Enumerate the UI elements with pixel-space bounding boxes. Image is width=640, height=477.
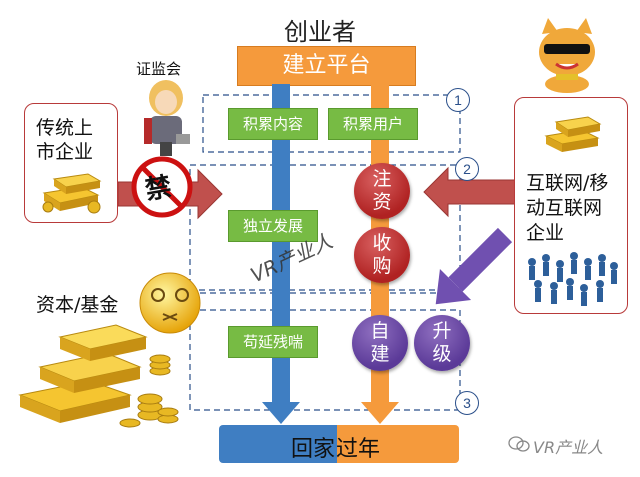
go-home-text-left: 回家 bbox=[291, 437, 336, 462]
phase3-number: 3 bbox=[455, 391, 479, 415]
go-home-text-right: 过年 bbox=[336, 437, 381, 462]
orange-arrow-head bbox=[361, 402, 399, 424]
blue-arrow-shaft bbox=[272, 84, 290, 404]
cool-cat-icon bbox=[539, 18, 595, 93]
diagram-title: 创业者 bbox=[284, 18, 356, 46]
build-platform-bar: 建立平台 bbox=[237, 46, 416, 86]
go-home-orange-half bbox=[337, 425, 459, 463]
acquisition-circle: 收购 bbox=[354, 227, 410, 283]
regulator-label: 证监会 bbox=[136, 60, 182, 78]
forbidden-icon bbox=[131, 156, 193, 218]
internet-company-line3: 企业 bbox=[526, 222, 565, 244]
crowd-icon bbox=[528, 252, 618, 306]
accumulate-users-label: 积累用户 bbox=[328, 108, 418, 140]
go-home-blue-half bbox=[219, 425, 347, 463]
self-build-char-2: 建 bbox=[370, 343, 390, 365]
capital-fund-label: 资本/基金 bbox=[36, 294, 119, 316]
dizzy-face-icon bbox=[139, 272, 201, 334]
traditional-company-line2: 市企业 bbox=[36, 141, 94, 163]
brand-label: VR产业人 bbox=[533, 438, 604, 457]
purple-diagonal-arrow bbox=[435, 227, 513, 305]
gold-pile-icon bbox=[18, 324, 179, 428]
wechat-icon bbox=[508, 436, 530, 452]
phase1-number: 1 bbox=[446, 88, 470, 112]
internet-company-line2: 动互联网 bbox=[526, 197, 603, 219]
self-build-char-1: 自 bbox=[370, 320, 390, 342]
investment-char-2: 资 bbox=[372, 191, 392, 213]
investment-char-1: 注 bbox=[372, 168, 392, 190]
thor-cartoon-icon bbox=[144, 80, 190, 156]
self-build-circle: 自建 bbox=[352, 315, 408, 371]
phase2-number: 2 bbox=[455, 157, 479, 181]
blue-arrow-head bbox=[262, 402, 300, 424]
upgrade-char-1: 升 bbox=[432, 320, 452, 342]
phase2-frame bbox=[189, 164, 461, 291]
investment-circle: 注资 bbox=[354, 163, 410, 219]
acquisition-char-2: 购 bbox=[372, 255, 392, 277]
go-home-bar: 回家 过年 bbox=[219, 425, 459, 463]
accumulate-content-label: 积累内容 bbox=[228, 108, 318, 140]
barely-surviving-label: 苟延残喘 bbox=[228, 326, 318, 358]
traditional-company-line1: 传统上 bbox=[36, 117, 94, 139]
phase1-frame bbox=[202, 94, 461, 153]
gold-bars-icon-right bbox=[544, 116, 602, 152]
upgrade-circle: 升级 bbox=[414, 315, 470, 371]
acquisition-char-1: 收 bbox=[372, 232, 392, 254]
gold-bars-icon bbox=[42, 173, 102, 214]
independent-development-label: 独立发展 bbox=[228, 210, 318, 242]
internet-company-line1: 互联网/移 bbox=[526, 172, 609, 194]
upgrade-char-2: 级 bbox=[432, 343, 452, 365]
right-red-arrow bbox=[423, 166, 519, 218]
